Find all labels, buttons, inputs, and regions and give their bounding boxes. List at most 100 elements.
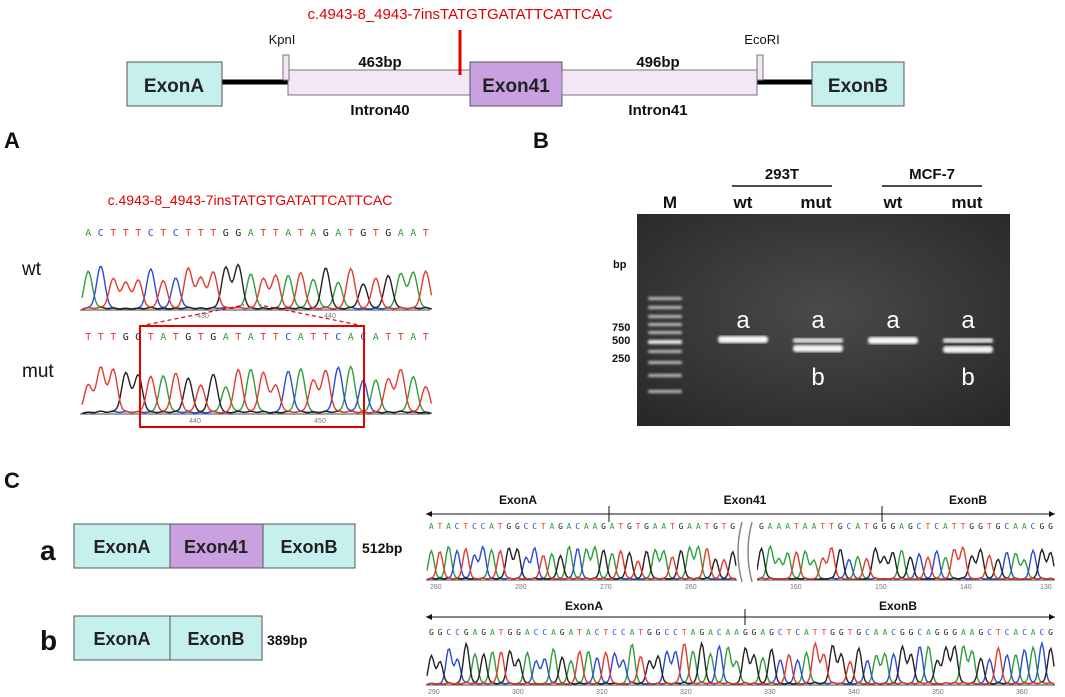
trace-curve-c (426, 545, 737, 581)
trace-curve-g (81, 371, 432, 415)
ladder-band (648, 390, 682, 393)
base-letter: A (248, 332, 254, 343)
base-letter: G (185, 332, 191, 343)
base-letter: A (776, 522, 781, 531)
trace1-region-exon-41: Exon41 (724, 493, 767, 507)
base-letter: G (743, 628, 748, 637)
band-mcf7-wt-a (868, 337, 918, 344)
panel-b: B M 293T MCF-7 wt mut wt mut bp 750 500 … (533, 128, 1010, 426)
base-letter: T (820, 522, 825, 531)
base-letter: T (373, 228, 379, 239)
base-letter: A (410, 332, 416, 343)
base-letter: A (335, 228, 341, 239)
base-letter: A (1013, 522, 1018, 531)
wt-tick-430: 430 (197, 313, 209, 320)
ladder-band (648, 374, 682, 377)
base-letter: T (185, 228, 191, 239)
base-letter: G (699, 628, 704, 637)
base-letter: T (348, 228, 354, 239)
base-letter: G (210, 332, 216, 343)
base-letter: C (621, 628, 626, 637)
base-letter: G (1048, 628, 1053, 637)
base-letter: G (856, 628, 861, 637)
base-letter: A (708, 628, 713, 637)
base-letter: G (507, 628, 512, 637)
product-a-exon-b (262, 523, 356, 569)
base-letter: A (490, 628, 495, 637)
base-letter: A (610, 522, 615, 531)
band-mcf7-mut-b (943, 346, 993, 353)
row-label-wt: wt (21, 259, 42, 280)
base-letter: G (978, 522, 983, 531)
base-letter: A (473, 628, 478, 637)
intron-41-label: Intron41 (628, 102, 687, 119)
ladder-band (648, 297, 682, 300)
base-letter: T (961, 522, 966, 531)
base-letter: A (874, 628, 879, 637)
intron-40-label: Intron40 (350, 102, 409, 119)
base-letter: C (664, 628, 669, 637)
base-letter: T (398, 332, 404, 343)
trace2-arrow-right (1049, 614, 1055, 620)
base-letter: G (223, 228, 229, 239)
base-letter: G (952, 628, 957, 637)
trace-curve-a (81, 365, 432, 415)
base-letter: A (926, 628, 931, 637)
band-label-a-3: a (886, 307, 900, 334)
base-letter: T (541, 522, 546, 531)
base-letter: G (830, 628, 835, 637)
base-letter: G (438, 628, 443, 637)
base-letter: G (135, 332, 141, 343)
base-letter: G (752, 628, 757, 637)
base-letter: C (481, 522, 486, 531)
base-letter: G (978, 628, 983, 637)
base-letter: G (235, 228, 241, 239)
product-a-exon-41-label: Exon41 (184, 537, 248, 557)
base-letter: G (558, 522, 563, 531)
base-letter: A (1013, 628, 1018, 637)
ecori-label: EcoRI (744, 32, 779, 47)
base-letter: G (601, 522, 606, 531)
exon-b-box (811, 61, 905, 107)
length-right: 496bp (636, 54, 679, 71)
base-letter: G (900, 628, 905, 637)
base-letter: T (813, 628, 818, 637)
base-letter: C (98, 228, 104, 239)
base-letter: A (1022, 522, 1027, 531)
base-letter: A (768, 522, 773, 531)
band-293t-wt-a (718, 336, 768, 343)
trace1-tick: 270 (600, 584, 612, 591)
cell-line-mcf7: MCF-7 (909, 166, 955, 183)
product-a-exon-41 (169, 523, 264, 569)
ladder-band (648, 323, 682, 326)
base-letter: G (656, 628, 661, 637)
base-letter: C (917, 628, 922, 637)
base-letter: G (873, 522, 878, 531)
product-b-exon-a (73, 615, 171, 661)
trace2-tick: 300 (512, 689, 524, 696)
base-letter: C (173, 228, 179, 239)
band-label-b-1: b (811, 364, 824, 391)
base-letter: G (909, 628, 914, 637)
product-a-exon-a-label: ExonA (93, 537, 150, 557)
base-letter: C (1022, 628, 1027, 637)
ladder-band (648, 306, 682, 309)
kpni-label: KpnI (269, 32, 296, 47)
trace2-tick: 360 (1016, 689, 1028, 696)
base-letter: A (410, 228, 416, 239)
base-letter: G (1048, 522, 1053, 531)
trace1-region-exon-a: ExonA (499, 493, 537, 507)
base-letter: A (248, 228, 254, 239)
product-b-exon-b (169, 615, 263, 661)
ladder-band (648, 361, 682, 364)
trace1-region-bar: ExonA Exon41 ExonB (426, 493, 1055, 522)
base-letter: T (577, 628, 582, 637)
base-letter: C (987, 628, 992, 637)
base-letter: C (778, 628, 783, 637)
ladder-lane (648, 297, 682, 393)
base-letter: A (653, 522, 658, 531)
base-letter: T (618, 522, 623, 531)
base-letter: A (592, 522, 597, 531)
trace2-tick: 350 (932, 689, 944, 696)
ecori-site-marker (756, 54, 764, 81)
